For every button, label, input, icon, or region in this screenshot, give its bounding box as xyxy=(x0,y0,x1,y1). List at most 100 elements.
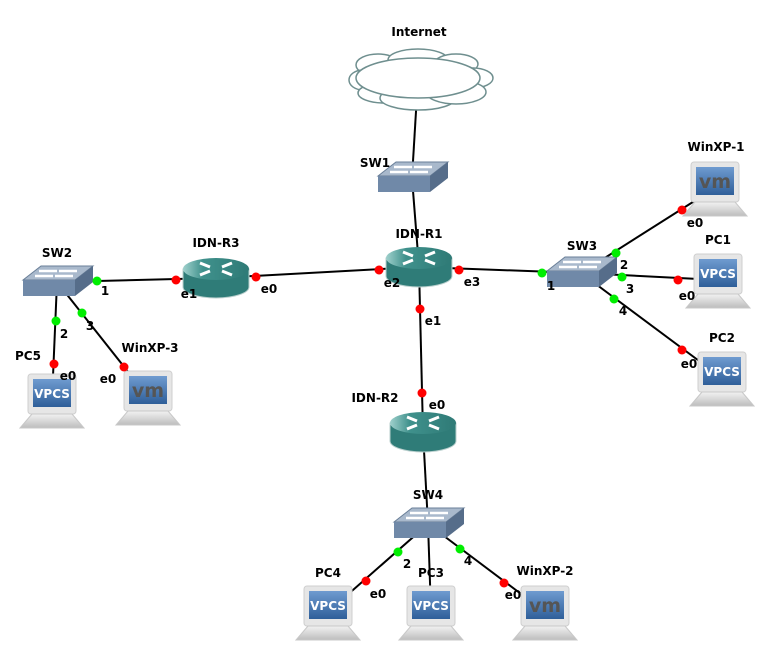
node-label: WinXP-2 xyxy=(516,564,573,578)
port-label: e0 xyxy=(505,588,522,602)
logo-badge: vm xyxy=(529,595,561,617)
port-label: 3 xyxy=(86,319,94,333)
node-label: WinXP-3 xyxy=(121,341,178,355)
port-label: 2 xyxy=(60,327,68,341)
port-status-dot xyxy=(415,304,425,314)
port-label: e0 xyxy=(687,216,704,230)
node-pc4[interactable]: VPCS PC4 xyxy=(294,566,362,641)
port-status-dot xyxy=(171,275,181,285)
port-status-dot xyxy=(454,265,464,275)
link-r3-r1[interactable] xyxy=(215,266,420,279)
port-label: e0 xyxy=(370,587,387,601)
node-label: PC5 xyxy=(15,349,41,363)
port-label: 4 xyxy=(464,554,472,568)
port-label: e0 xyxy=(100,372,117,386)
switch-icon xyxy=(392,507,466,538)
port-label: e0 xyxy=(60,369,77,383)
node-pc1[interactable]: VPCS PC1 xyxy=(684,233,752,309)
node-label: SW2 xyxy=(42,246,72,260)
port-status-dot xyxy=(455,544,465,554)
node-label: PC1 xyxy=(705,233,731,247)
port-status-dot xyxy=(361,576,371,586)
node-label: PC2 xyxy=(709,331,735,345)
port-label: 2 xyxy=(620,258,628,272)
node-label: PC3 xyxy=(418,566,444,580)
port-status-dot xyxy=(374,265,384,275)
cloud-icon xyxy=(348,48,494,111)
port-label: e1 xyxy=(425,314,442,328)
port-status-dot xyxy=(673,275,683,285)
port-label: e0 xyxy=(261,282,278,296)
node-pc2[interactable]: VPCS PC2 xyxy=(688,331,756,407)
node-winxp2[interactable]: vm WinXP-2 xyxy=(511,564,579,641)
port-label: 2 xyxy=(403,557,411,571)
port-status-dot xyxy=(617,272,627,282)
node-winxp3[interactable]: vm WinXP-3 xyxy=(114,341,182,426)
port-status-dot xyxy=(77,308,87,318)
logo-badge: vm xyxy=(699,171,731,193)
port-label: 3 xyxy=(626,282,634,296)
vpcs-icon: VPCS xyxy=(294,585,362,641)
node-sw4[interactable]: SW4 xyxy=(392,488,466,538)
port-status-dot xyxy=(537,268,547,278)
switch-icon xyxy=(376,161,450,192)
port-status-dot xyxy=(677,205,687,215)
node-label: IDN-R3 xyxy=(192,236,239,250)
port-label: e0 xyxy=(429,398,446,412)
port-status-dot xyxy=(251,272,261,282)
node-r1[interactable]: IDN-R1 xyxy=(385,227,453,288)
node-label: Internet xyxy=(391,25,446,39)
logo-badge: VPCS xyxy=(310,599,346,613)
router-icon xyxy=(182,258,250,299)
node-sw2[interactable]: SW2 xyxy=(21,246,95,296)
port-label: e0 xyxy=(679,289,696,303)
logo-badge: VPCS xyxy=(704,365,740,379)
router-icon xyxy=(389,412,457,453)
port-status-dot xyxy=(119,362,129,372)
port-status-dot xyxy=(51,316,61,326)
node-label: SW4 xyxy=(413,488,443,502)
port-label: 4 xyxy=(619,304,627,318)
router-icon xyxy=(385,247,453,288)
logo-badge: VPCS xyxy=(413,599,449,613)
node-pc5[interactable]: VPCS PC5 xyxy=(15,349,86,429)
vm-workstation-icon: vm xyxy=(511,585,579,641)
node-internet[interactable]: Internet xyxy=(348,25,494,111)
node-pc3[interactable]: VPCS PC3 xyxy=(397,566,465,641)
port-label: 1 xyxy=(101,284,109,298)
node-sw3[interactable]: SW3 xyxy=(545,239,619,287)
vm-workstation-icon: vm xyxy=(114,370,182,426)
switch-icon xyxy=(21,265,95,296)
vpcs-icon: VPCS xyxy=(688,351,756,407)
port-status-dot xyxy=(611,248,621,258)
node-label: WinXP-1 xyxy=(687,140,744,154)
port-label: e3 xyxy=(464,275,481,289)
port-status-dot xyxy=(393,547,403,557)
port-status-dot xyxy=(49,359,59,369)
port-status-dot xyxy=(417,388,427,398)
node-label: SW1 xyxy=(360,156,390,170)
switch-icon xyxy=(545,256,619,287)
port-label: e0 xyxy=(681,357,698,371)
logo-badge: VPCS xyxy=(700,267,736,281)
port-status-dot xyxy=(677,345,687,355)
port-label: e1 xyxy=(181,287,198,301)
node-winxp1[interactable]: vm WinXP-1 xyxy=(681,140,749,217)
link-r1-r2[interactable] xyxy=(418,266,424,433)
node-label: IDN-R2 xyxy=(351,391,398,405)
node-r2[interactable]: IDN-R2 xyxy=(351,391,457,453)
vm-workstation-icon: vm xyxy=(681,161,749,217)
port-status-dot xyxy=(92,276,102,286)
node-sw1[interactable]: SW1 xyxy=(360,156,450,192)
node-label: SW3 xyxy=(567,239,597,253)
logo-badge: vm xyxy=(132,380,164,402)
port-label: e2 xyxy=(384,276,401,290)
vpcs-icon: VPCS xyxy=(397,585,465,641)
logo-badge: VPCS xyxy=(34,387,70,401)
port-status-dot xyxy=(499,578,509,588)
vpcs-icon: VPCS xyxy=(684,253,752,309)
node-label: IDN-R1 xyxy=(395,227,442,241)
vpcs-icon: VPCS xyxy=(18,373,86,429)
node-label: PC4 xyxy=(315,566,341,580)
node-r3[interactable]: IDN-R3 xyxy=(182,236,250,299)
